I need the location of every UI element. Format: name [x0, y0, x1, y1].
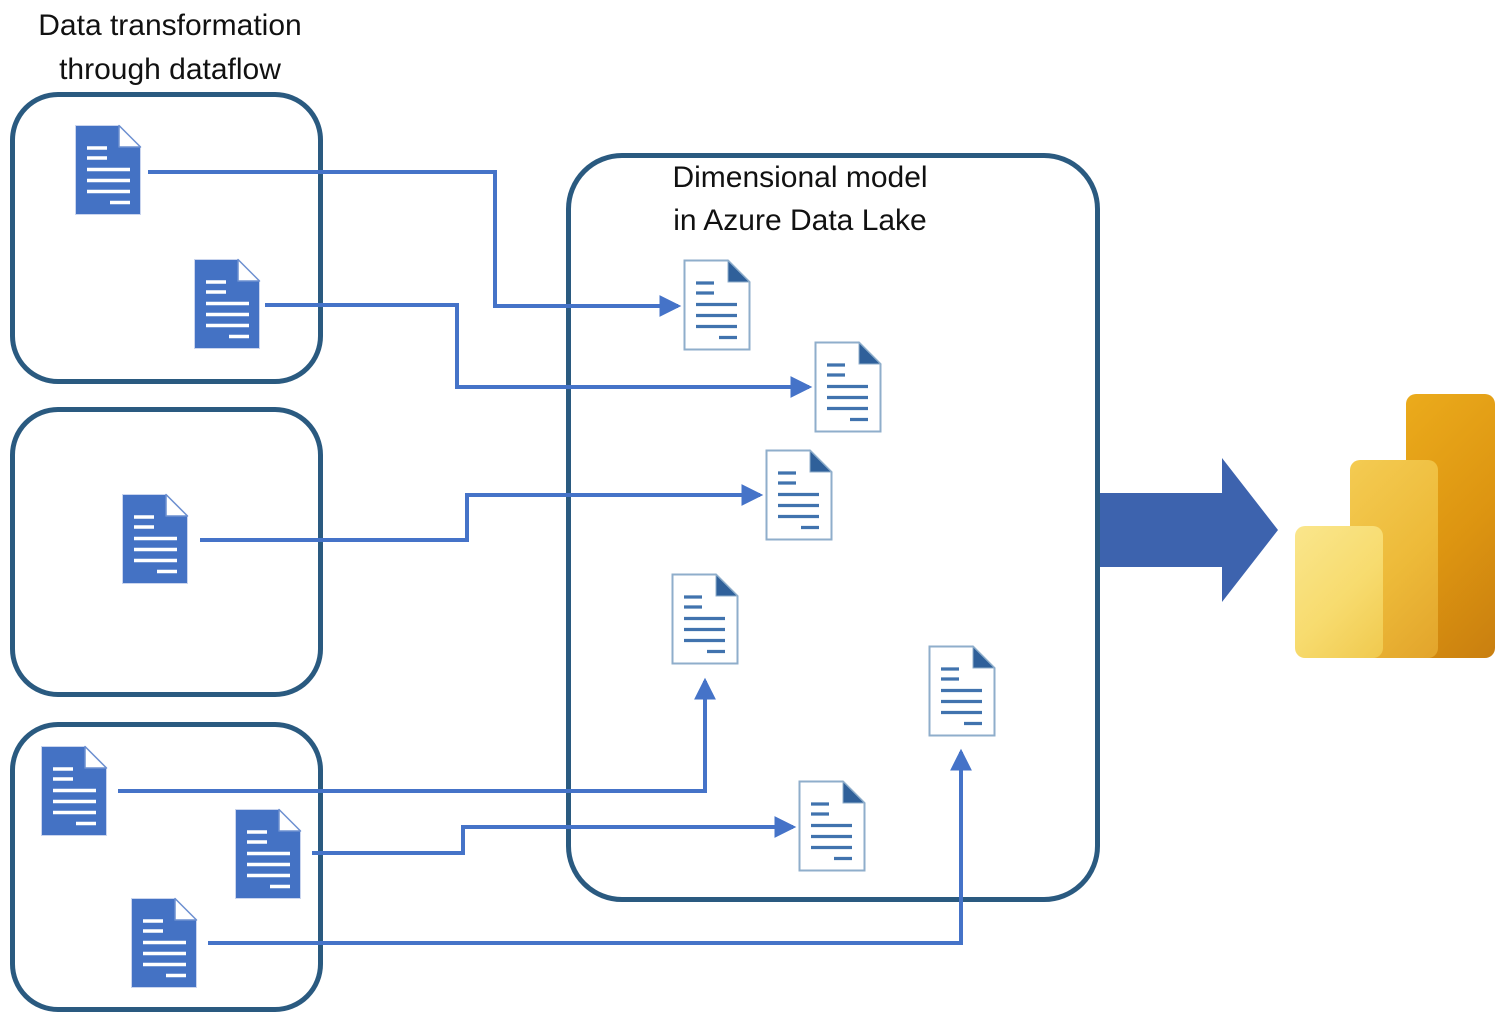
model-section-title: Dimensional model in Azure Data Lake — [540, 156, 1060, 242]
model-document-3-icon — [765, 449, 833, 541]
model-document-5-icon — [928, 645, 996, 737]
source-document-3-icon — [121, 493, 189, 585]
source-document-4-icon — [40, 745, 108, 837]
model-title-line1: Dimensional model — [672, 161, 928, 194]
dataflow-title-line2: through dataflow — [59, 53, 281, 86]
dataflow-section-title: Data transformation through dataflow — [12, 4, 328, 92]
model-document-2-icon — [814, 341, 882, 433]
source-document-2-icon — [193, 258, 261, 350]
dataflow-title-line1: Data transformation — [38, 9, 302, 42]
power-bi-bar-short-icon — [1295, 526, 1383, 658]
model-document-4-icon — [671, 573, 739, 665]
source-document-5-icon — [234, 808, 302, 900]
model-title-line2: in Azure Data Lake — [673, 204, 927, 237]
source-document-6-icon — [130, 897, 198, 989]
model-document-1-icon — [683, 259, 751, 351]
source-document-1-icon — [74, 124, 142, 216]
dataflow-group-1-box — [10, 92, 323, 384]
output-arrow — [1100, 458, 1278, 602]
model-document-6-icon — [798, 780, 866, 872]
